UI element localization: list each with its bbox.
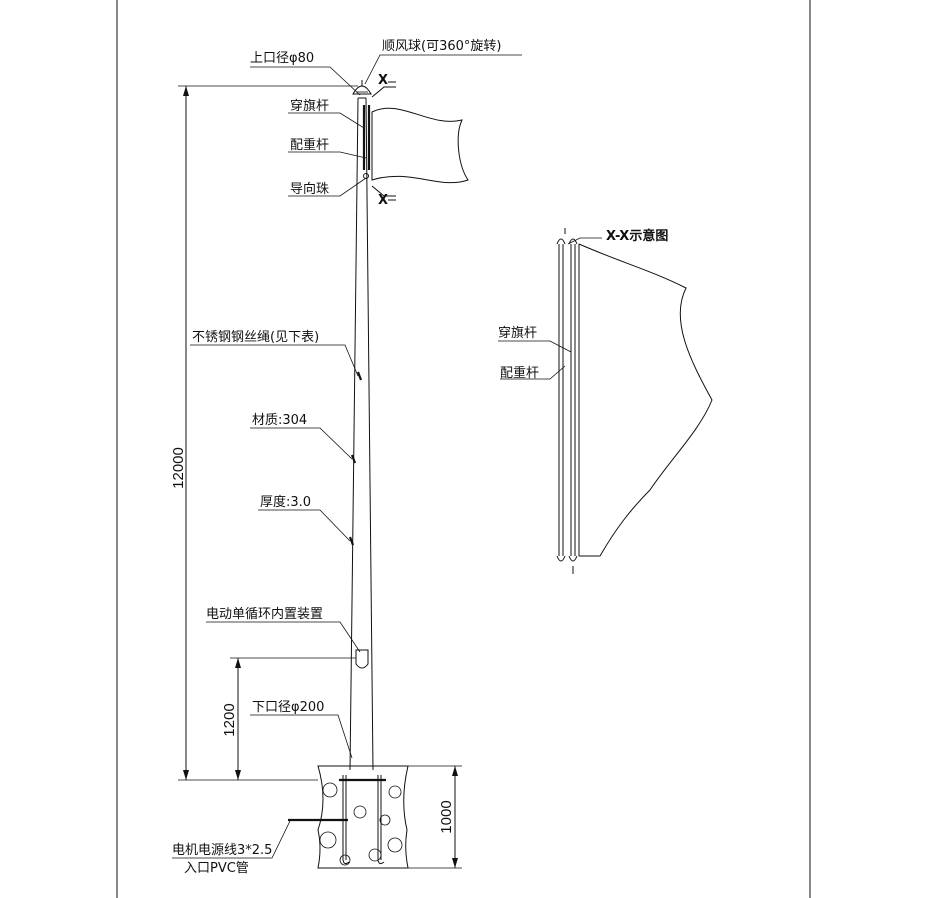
dimension-device (230, 657, 356, 780)
section-label-flag-rod: 穿旗杆 (498, 325, 537, 341)
section-leader-lines (498, 237, 602, 380)
motor-device (355, 649, 369, 669)
label-wire-rope: 不锈钢钢丝绳(见下表) (192, 330, 319, 345)
guide-bead (363, 173, 369, 179)
flag-rods (362, 105, 371, 179)
section-cut-marks (371, 81, 396, 201)
label-material: 材质:304 (252, 413, 307, 428)
label-motor-device: 电动单循环内置装置 (206, 606, 323, 622)
label-bottom-diameter: 下口径φ200 (252, 700, 324, 715)
label-pvc-inlet: 入口PVC管 (184, 861, 249, 876)
section-flag (578, 243, 713, 557)
dimension-foundation (408, 765, 462, 869)
label-top-diameter: 上口径φ80 (250, 51, 314, 66)
dim-total-height: 12000 (170, 447, 187, 489)
foundation (288, 765, 409, 869)
label-counterweight-rod: 配重杆 (290, 137, 329, 153)
dim-foundation-depth: 1000 (438, 800, 455, 833)
dim-device-height: 1200 (221, 703, 238, 736)
label-section-bottom: X (378, 193, 388, 208)
section-label-counterweight-rod: 配重杆 (500, 365, 539, 381)
wire-rope (348, 371, 363, 546)
dimension-total (178, 85, 358, 781)
wind-ball (352, 80, 372, 95)
label-power-line: 电机电源线3*2.5 (172, 843, 272, 858)
label-flag-rod: 穿旗杆 (290, 98, 329, 114)
label-wind-ball: 顺风球(可360°旋转) (382, 39, 501, 54)
label-guide-bead: 导向珠 (290, 181, 329, 197)
leader-lines (172, 54, 522, 859)
label-thickness: 厚度:3.0 (260, 494, 311, 510)
flagpole (349, 97, 374, 771)
label-section-top: X (378, 73, 388, 88)
flag (371, 107, 469, 184)
section-view (556, 228, 713, 574)
section-title: X-X示意图 (606, 228, 668, 244)
